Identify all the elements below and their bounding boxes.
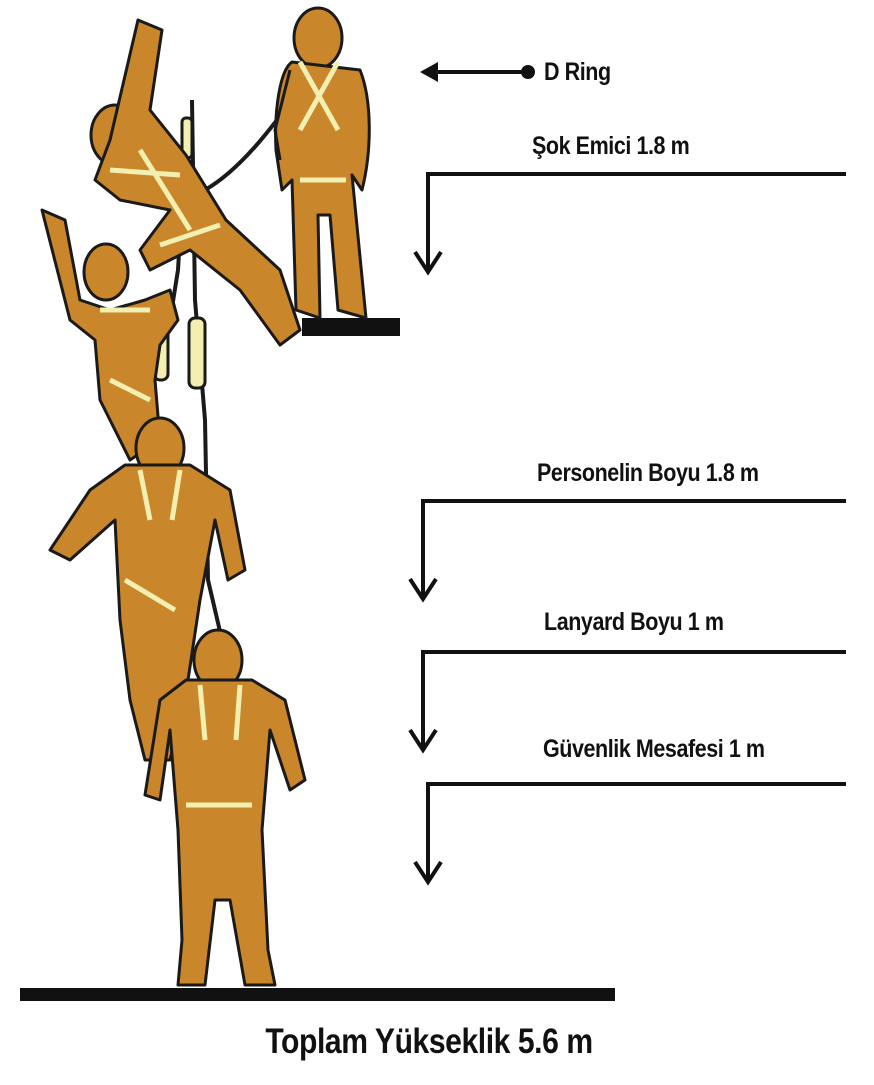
shock-absorber-bracket xyxy=(415,174,846,272)
worker-height-label: Personelin Boyu 1.8 m xyxy=(537,459,759,488)
d-ring-label: D Ring xyxy=(544,58,611,87)
worker-height-bracket xyxy=(410,501,846,599)
standing-worker-figure xyxy=(275,8,369,318)
total-height-label: Toplam Yükseklik 5.6 m xyxy=(53,1022,805,1062)
safety-distance-bracket xyxy=(415,784,846,882)
lanyard-length-label: Lanyard Boyu 1 m xyxy=(544,608,724,637)
safety-distance-label: Güvenlik Mesafesi 1 m xyxy=(543,735,765,764)
ground-line xyxy=(20,988,615,1001)
shock-absorber-label: Şok Emici 1.8 m xyxy=(532,132,689,161)
d-ring-pointer xyxy=(420,62,535,82)
platform-ledge xyxy=(302,318,400,336)
d-ring-dot xyxy=(521,65,535,79)
